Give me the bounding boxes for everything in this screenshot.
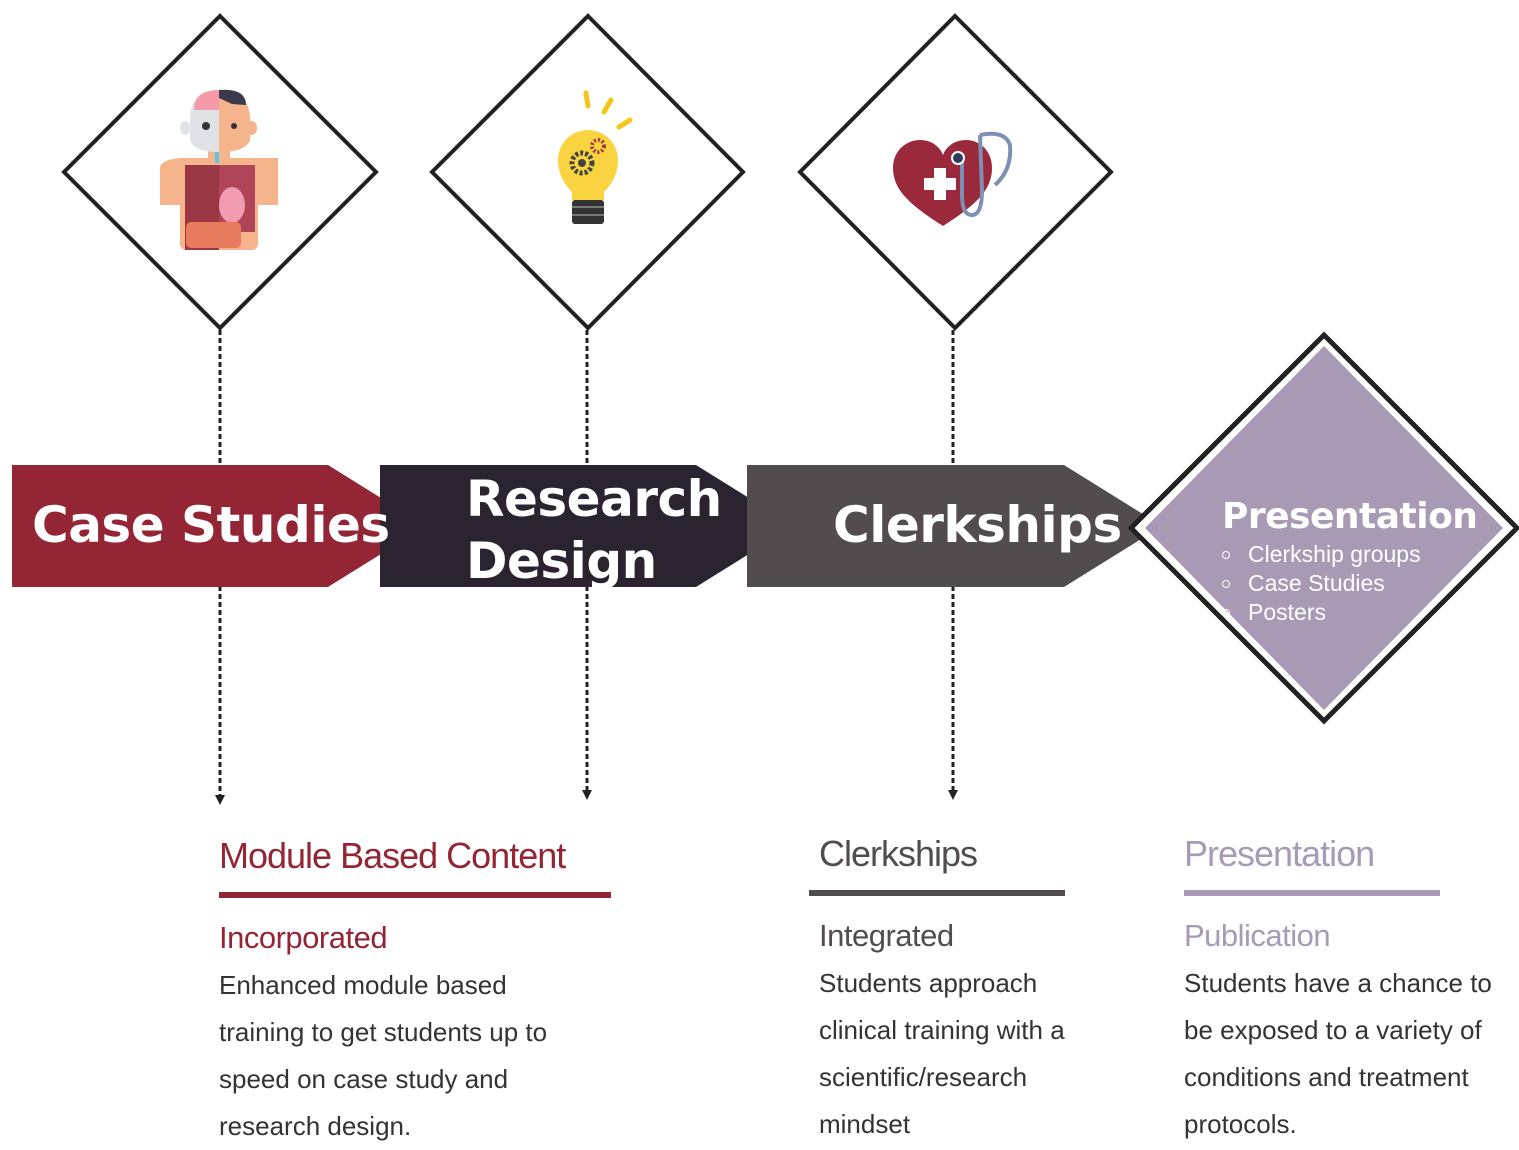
presentation-box: Presentation Clerkship groups Case Studi… bbox=[1221, 494, 1478, 627]
heading-divider bbox=[809, 890, 1065, 896]
arrow-case-studies bbox=[12, 465, 426, 587]
stage-title-presentation: Presentation bbox=[1222, 496, 1478, 537]
column-subheading: Publication bbox=[1184, 918, 1331, 953]
human-anatomy-icon bbox=[160, 89, 278, 250]
presentation-bullet-list: Clerkship groups Case Studies Posters bbox=[1221, 540, 1477, 627]
stage-title-case-studies: Case Studies bbox=[32, 496, 390, 554]
arrow-research-design bbox=[380, 465, 794, 587]
column-presentation: Presentation Publication Students have a… bbox=[1184, 832, 1514, 1148]
column-description: Students have a chance to be exposed to … bbox=[1184, 968, 1492, 1139]
heading-divider bbox=[1184, 890, 1440, 896]
column-module-content: Module Based Content Incorporated Enhanc… bbox=[219, 834, 614, 1150]
column-heading: Presentation bbox=[1184, 833, 1375, 874]
heading-divider bbox=[219, 892, 611, 898]
column-clerkships: Clerkships Integrated Students approach … bbox=[809, 832, 1099, 1148]
stage-title-clerkships: Clerkships bbox=[833, 496, 1122, 554]
list-item: Clerkship groups bbox=[1221, 540, 1477, 569]
diamond-presentation-fill bbox=[1145, 346, 1503, 710]
heart-stethoscope-icon bbox=[893, 131, 1013, 226]
list-item: Posters bbox=[1221, 598, 1477, 627]
lightbulb-gears-icon bbox=[558, 90, 633, 224]
column-subheading: Integrated bbox=[819, 918, 954, 953]
column-description: Students approach clinical training with… bbox=[819, 968, 1065, 1139]
list-item: Case Studies bbox=[1221, 569, 1477, 598]
column-heading: Module Based Content bbox=[219, 835, 566, 876]
column-description: Enhanced module based training to get st… bbox=[219, 970, 548, 1141]
arrow-clerkships bbox=[747, 465, 1162, 587]
column-heading: Clerkships bbox=[819, 833, 978, 874]
stage-title-research-design: Research Design bbox=[466, 470, 722, 590]
column-subheading: Incorporated bbox=[219, 920, 388, 955]
